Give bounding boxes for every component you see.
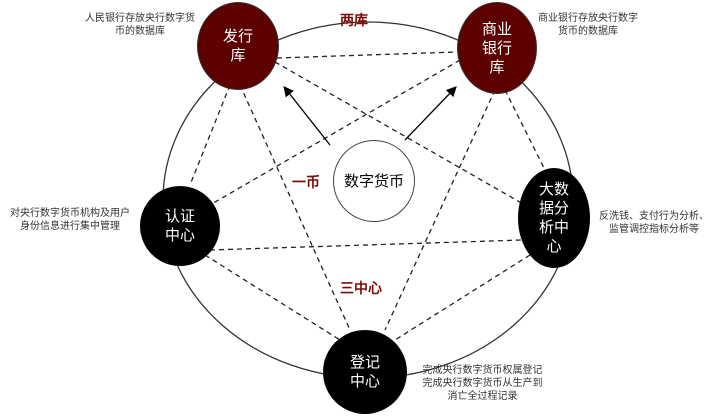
registry-center-node: 登记中心: [323, 330, 407, 414]
commercial-vault-note: 商业银行存放央行数字货币的数据库: [538, 13, 638, 37]
auth-center-node: 认证中心: [140, 186, 220, 266]
edge-issuing-registry: [239, 84, 351, 331]
edge-bigdata-registry: [394, 254, 531, 341]
edge-commercial-bigdata: [504, 89, 546, 171]
edge-issuing-commercial: [276, 51, 458, 59]
issuing-vault-note: 人民银行存放央行数字货币的数据库: [85, 13, 195, 37]
arrow-to-commercial: [404, 86, 457, 141]
digital-currency-node: 数字货币: [333, 140, 415, 222]
two-vaults-label: 两库: [340, 13, 368, 29]
issuing-vault-node: 发行库: [197, 2, 279, 90]
commercial-vault-label: 商业银行库: [481, 19, 512, 76]
edge-commercial-auth: [209, 59, 461, 206]
bigdata-center-note: 反洗钱、支付行为分析、监管调控指标分析等: [599, 211, 709, 235]
arrow-to-issuing: [283, 85, 331, 146]
one-currency-label: 一币: [292, 175, 320, 191]
edge-issuing-auth: [189, 84, 231, 186]
auth-center-label: 认证中心: [164, 207, 195, 244]
edge-auth-bigdata: [209, 239, 523, 251]
auth-center-note: 对央行数字货币机构及用户身份信息进行集中管理: [10, 208, 130, 232]
bigdata-center-node: 大数据分析中心: [518, 168, 590, 268]
issuing-vault-label: 发行库: [222, 27, 253, 64]
bigdata-center-label: 大数据分析中心: [538, 180, 569, 255]
three-centers-label: 三中心: [340, 281, 382, 297]
registry-center-note: 完成央行数字货币权属登记 完成央行数字货币从生产到消亡全过程记录: [422, 365, 543, 402]
edge-issuing-bigdata: [274, 61, 526, 206]
digital-currency-label: 数字货币: [343, 171, 404, 190]
commercial-vault-node: 商业银行库: [457, 2, 537, 94]
registry-center-label: 登记中心: [349, 353, 380, 390]
edge-commercial-registry: [384, 89, 496, 331]
